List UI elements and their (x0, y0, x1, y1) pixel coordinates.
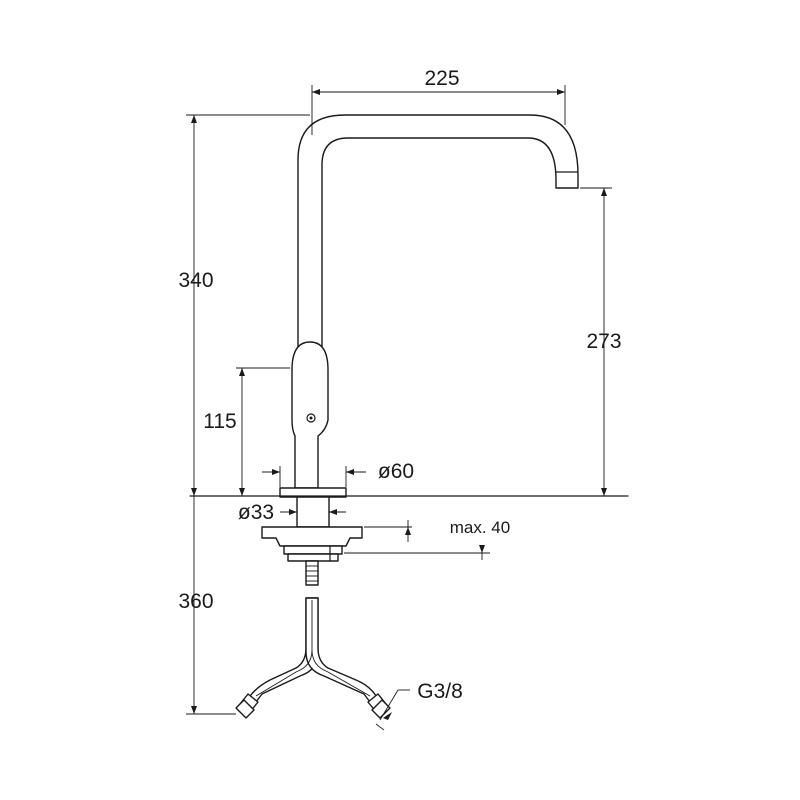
dimension-225: 225 (311, 67, 566, 135)
hose-length-label: 360 (178, 590, 213, 613)
mounting-assembly (261, 496, 363, 586)
max-countertop-label: max. 40 (450, 518, 510, 537)
shank-diameter-label: ø33 (238, 501, 274, 524)
dimension-273: 273 (580, 187, 622, 496)
thread-label: G3/8 (417, 680, 463, 703)
flexible-hoses (235, 597, 391, 719)
dimension-thread: G3/8 (375, 680, 463, 731)
hose-left-nut (235, 699, 255, 719)
reach-label: 225 (424, 67, 459, 90)
dimension-diameter-60: ø60 (262, 460, 414, 487)
lever-pivot (306, 413, 316, 423)
lever-height-label: 115 (203, 410, 236, 433)
dimension-diameter-33: ø33 (238, 500, 346, 524)
hose-right (305, 597, 377, 703)
threaded-rod (305, 560, 319, 586)
total-height-label: 340 (178, 269, 213, 292)
lever-pivot-dot (309, 416, 313, 420)
spout-height-label: 273 (586, 330, 621, 353)
shank (296, 496, 330, 528)
hose-right-nut (371, 699, 391, 719)
lever-handle (291, 341, 329, 489)
fixing-plate (261, 526, 363, 547)
washer (283, 545, 343, 555)
dimension-360: 360 (178, 496, 236, 715)
faucet-body (279, 341, 347, 498)
spout (297, 114, 579, 351)
dimension-115: 115 (203, 367, 290, 496)
dimension-340: 340 (178, 114, 310, 496)
base-diameter-label: ø60 (378, 460, 414, 483)
dimension-max-40: max. 40 (344, 518, 510, 560)
